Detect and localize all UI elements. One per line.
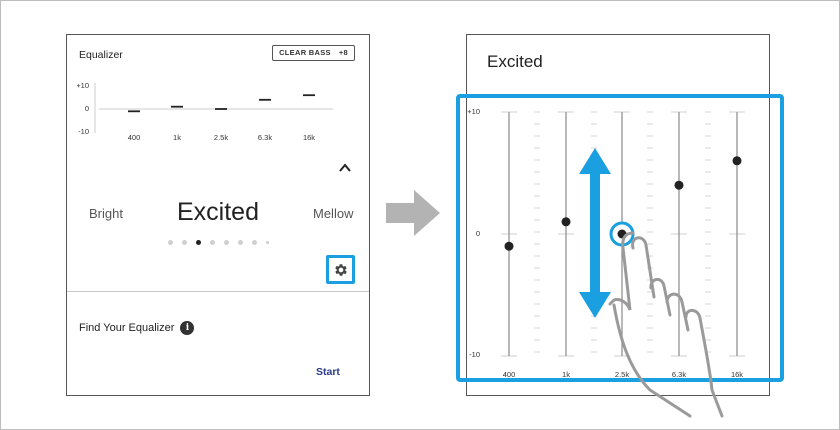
page-dot	[168, 240, 173, 245]
mini-band-3: 6.3k	[258, 133, 272, 142]
find-equalizer-label: Find Your Equalizer	[79, 322, 175, 334]
clear-bass-value: +8	[338, 48, 348, 57]
preset-current: Excited	[177, 198, 259, 226]
preset-page-indicator	[168, 240, 269, 245]
page-dot	[266, 241, 269, 244]
mini-band-4: 16k	[303, 133, 315, 142]
mini-y-label-mid: 0	[85, 104, 89, 113]
equalizer-title: Equalizer	[79, 49, 123, 61]
mini-equalizer-chart[interactable]: +10 0 -10 400 1k 2.5k 6.3k 16k	[77, 79, 357, 147]
info-icon[interactable]: i	[180, 321, 195, 335]
gear-icon	[334, 263, 347, 276]
page-dot	[224, 240, 229, 245]
right-arrow-icon	[386, 190, 440, 236]
big-band-3: 6.3k	[672, 370, 686, 379]
mini-y-label-bot: -10	[78, 127, 89, 136]
band-equalizer[interactable]: +10 0 -10 400 1k 2.5k 6.3k 16k	[456, 94, 784, 382]
mini-band-2: 2.5k	[214, 133, 228, 142]
big-y-label-mid: 0	[476, 229, 480, 238]
big-y-label-top: +10	[467, 107, 480, 116]
page-dot	[252, 240, 257, 245]
preset-previous[interactable]: Bright	[89, 206, 123, 221]
hand-pointer-icon	[608, 231, 724, 418]
big-band-2: 2.5k	[615, 370, 629, 379]
band-slider-knob[interactable]	[732, 156, 742, 166]
preset-next[interactable]: Mellow	[313, 206, 354, 221]
mini-band-1: 1k	[173, 133, 181, 142]
equalizer-settings-button[interactable]	[326, 255, 355, 284]
detail-title: Excited	[487, 52, 543, 71]
big-band-0: 400	[503, 370, 516, 379]
section-divider	[67, 291, 369, 292]
chevron-up-icon[interactable]	[337, 161, 353, 175]
clear-bass-button[interactable]: CLEAR BASS +8	[272, 45, 355, 61]
band-slider-knob[interactable]	[561, 217, 571, 227]
page-dot-active	[196, 240, 201, 245]
big-band-1: 1k	[562, 370, 570, 379]
start-button[interactable]: Start	[316, 366, 340, 378]
vertical-double-arrow-icon	[579, 148, 611, 318]
clear-bass-label: CLEAR BASS	[279, 48, 331, 57]
page-dot	[182, 240, 187, 245]
band-equalizer-highlight	[456, 94, 784, 382]
band-slider-knob[interactable]	[504, 241, 514, 251]
equalizer-screen: Equalizer CLEAR BASS +8 +10 0 -10 400 1k…	[66, 34, 370, 396]
big-y-label-bot: -10	[469, 350, 480, 359]
find-your-equalizer: Find Your Equalizer i	[79, 321, 195, 335]
mini-band-0: 400	[128, 133, 141, 142]
band-slider-knob[interactable]	[674, 180, 684, 190]
big-band-4: 16k	[731, 370, 743, 379]
page-dot	[238, 240, 243, 245]
mini-y-label-top: +10	[77, 81, 89, 90]
page-dot	[210, 240, 215, 245]
